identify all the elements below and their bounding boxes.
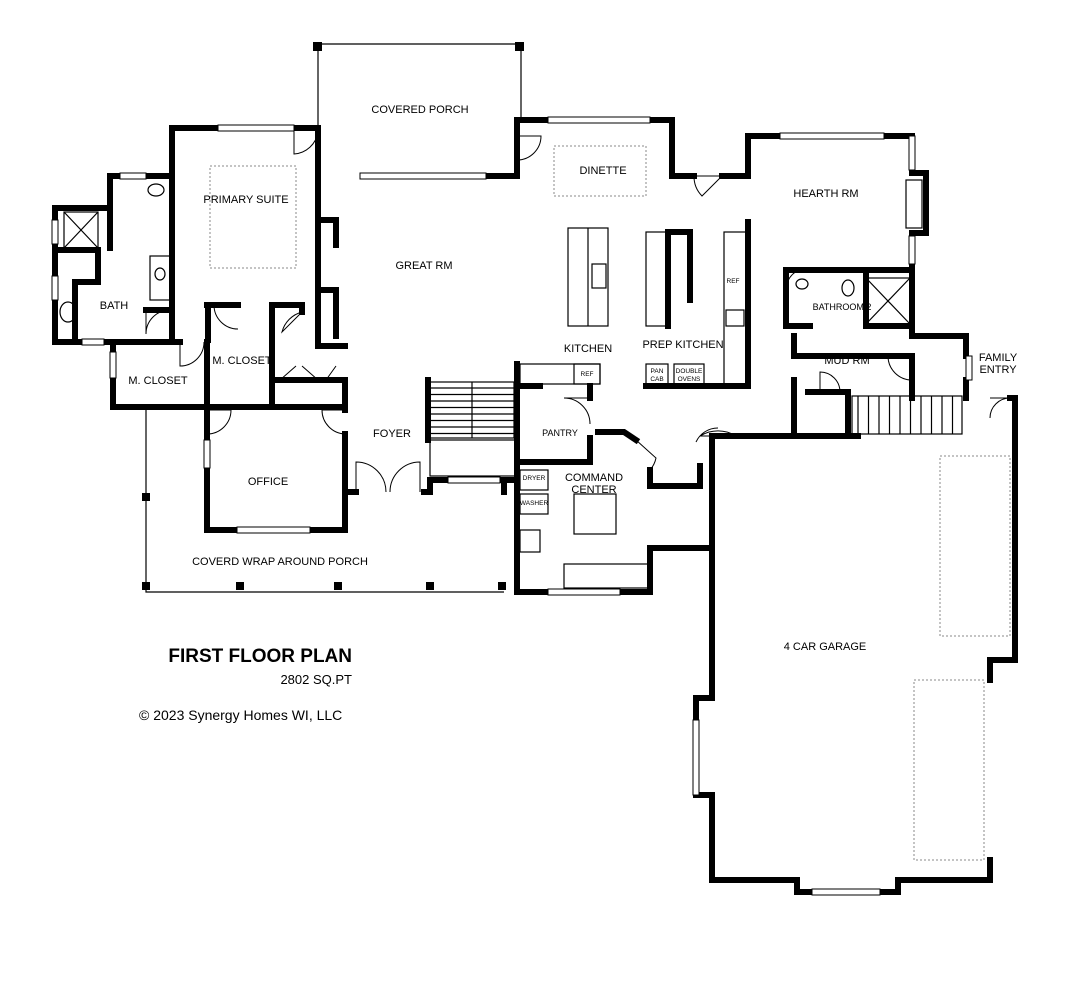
washer-label: WASHER (520, 500, 549, 507)
pan-cab-label-2: CAB (650, 376, 663, 383)
dryer-label: DRYER (523, 475, 546, 482)
room-labels: COVERED PORCH DINETTE HEARTH RM PRIMARY … (100, 104, 1018, 653)
kitchen-label: KITCHEN (564, 343, 612, 355)
double-ovens-label-1: DOUBLE (676, 368, 703, 375)
family-entry-label-1: FAMILY (979, 352, 1018, 364)
copyright-text: © 2023 Synergy Homes WI, LLC (139, 707, 343, 723)
wrap-porch-label: COVERD WRAP AROUND PORCH (192, 556, 368, 568)
hearth-rm-label: HEARTH RM (793, 188, 858, 200)
pantry-label: PANTRY (542, 428, 578, 438)
stairs (429, 381, 963, 477)
plan-area: 2802 SQ.PT (280, 672, 352, 687)
office-label: OFFICE (248, 476, 288, 488)
kitchen-fixtures (59, 145, 923, 589)
mud-rm-label: MUD RM (824, 355, 869, 367)
command-center-label-1: COMMAND (565, 472, 623, 484)
primary-suite-label: PRIMARY SUITE (203, 194, 288, 206)
plan-title: FIRST FLOOR PLAN (168, 646, 352, 667)
windows (51, 116, 973, 896)
family-entry-label-2: ENTRY (979, 364, 1017, 376)
exterior-walls (52, 117, 1018, 895)
foyer-label: FOYER (373, 428, 411, 440)
bath-label: BATH (100, 300, 129, 312)
bathroom-2-label: BATHROOM 2 (813, 302, 872, 312)
great-rm-label: GREAT RM (395, 260, 452, 272)
covered-porch-outline (313, 42, 524, 132)
fixture-labels: REF REF PAN CAB DOUBLE OVENS DRYER WASHE… (520, 278, 740, 507)
dinette-label: DINETTE (579, 165, 626, 177)
covered-porch-label: COVERED PORCH (371, 104, 468, 116)
m-closet-left-label: M. CLOSET (128, 375, 188, 387)
interior-walls (52, 173, 915, 489)
ref-kitchen-label: REF (581, 371, 594, 378)
m-closet-right-label: M. CLOSET (212, 355, 272, 367)
command-center-label-2: CENTER (571, 484, 616, 496)
ref-prep-label: REF (727, 278, 740, 285)
prep-kitchen-label: PREP KITCHEN (642, 339, 723, 351)
pan-cab-label-1: PAN (651, 368, 664, 375)
garage-doors (913, 455, 1011, 861)
wrap-porch-outline (142, 410, 506, 593)
garage-label: 4 CAR GARAGE (784, 641, 867, 653)
double-ovens-label-2: OVENS (678, 376, 701, 383)
doors (145, 128, 1011, 493)
